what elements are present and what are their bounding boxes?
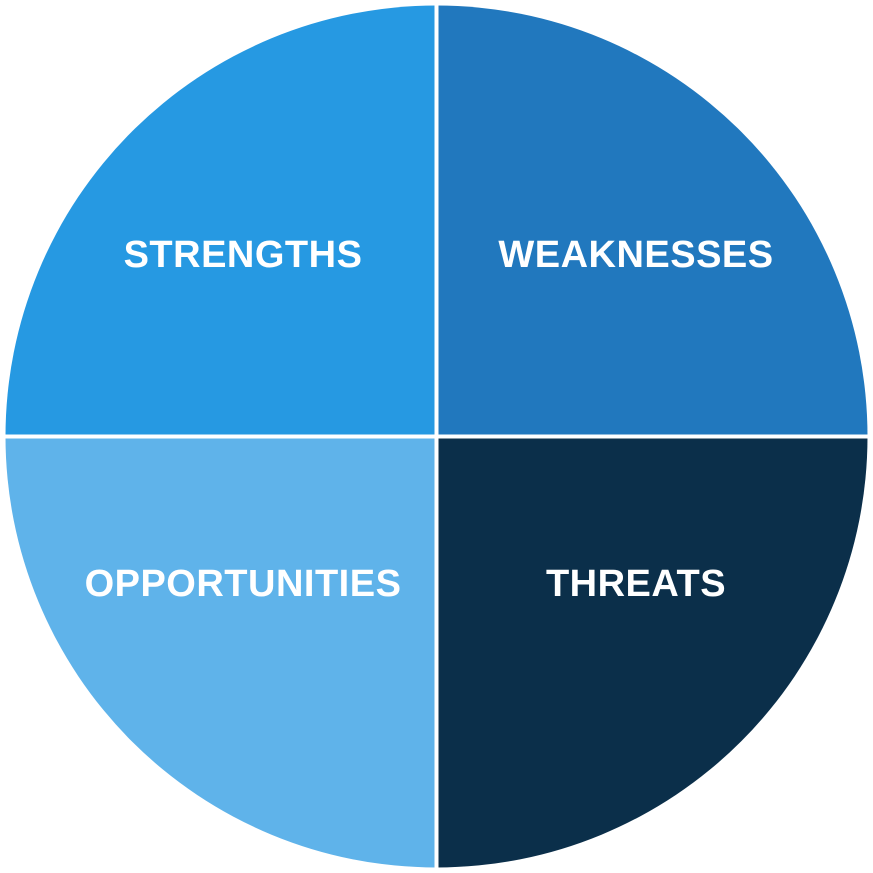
swot-quadrants — [5, 5, 868, 868]
strengths-quadrant — [5, 5, 437, 437]
strengths-label: STRENGTHS — [124, 234, 363, 276]
weaknesses-quadrant — [436, 5, 868, 437]
threats-label: THREATS — [546, 563, 726, 605]
quadrant-labels: STRENGTHS WEAKNESSES OPPORTUNITIES THREA… — [85, 234, 774, 605]
threats-quadrant — [436, 436, 868, 868]
opportunities-quadrant — [5, 436, 437, 868]
weaknesses-label: WEAKNESSES — [498, 234, 773, 276]
opportunities-label: OPPORTUNITIES — [85, 563, 402, 605]
